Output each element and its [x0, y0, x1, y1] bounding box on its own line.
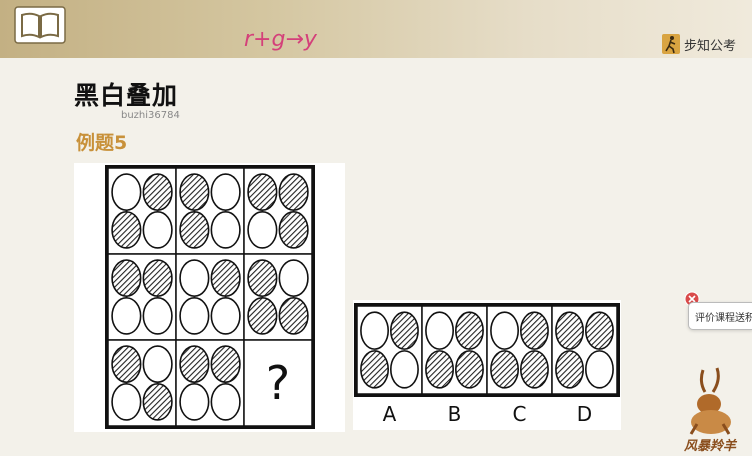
shaded-circle — [210, 345, 241, 383]
shaded-circle — [179, 173, 210, 211]
white-circle — [360, 311, 389, 350]
book-icon — [14, 6, 66, 44]
white-circle — [111, 297, 142, 335]
shaded-circle — [247, 259, 278, 297]
review-tab-label: 评价课程送积分 — [695, 313, 752, 324]
option-c[interactable]: C — [486, 305, 553, 426]
shaded-circle — [520, 350, 549, 389]
option-b[interactable]: B — [421, 305, 488, 426]
shaded-circle — [278, 211, 309, 249]
antelope-logo: 风暴羚羊 — [683, 367, 738, 454]
white-circle — [179, 259, 210, 297]
options-border — [354, 303, 620, 397]
white-circle — [247, 211, 278, 249]
white-circle — [210, 297, 241, 335]
options-panel: A B C D — [353, 300, 621, 430]
shaded-circle — [360, 350, 389, 389]
runner-icon — [662, 34, 680, 54]
shaded-circle — [425, 350, 455, 389]
white-circle — [111, 383, 142, 421]
handwritten-annotation: r+g→y — [244, 27, 318, 52]
white-circle — [142, 345, 173, 383]
white-circle — [390, 350, 419, 389]
shaded-circle — [142, 259, 173, 297]
white-circle — [111, 173, 142, 211]
example-label: 例题5 — [76, 132, 128, 154]
answer-options: A B C D — [354, 303, 620, 426]
shaded-circle — [454, 350, 484, 389]
shaded-circle — [247, 297, 278, 335]
option-label: C — [513, 402, 527, 426]
white-circle — [179, 383, 210, 421]
option-a[interactable]: A — [356, 305, 423, 426]
slide-title: 黑白叠加 — [74, 81, 179, 110]
white-circle — [210, 383, 241, 421]
brand: 步知公考 — [662, 34, 736, 54]
shaded-circle — [454, 311, 484, 350]
shaded-circle — [179, 211, 210, 249]
option-d[interactable]: D — [551, 305, 618, 426]
white-circle — [425, 311, 455, 350]
white-circle — [585, 350, 614, 389]
option-label: D — [577, 402, 592, 426]
shaded-circle — [111, 345, 142, 383]
shaded-circle — [490, 350, 520, 389]
shaded-circle — [210, 259, 241, 297]
shaded-circle — [278, 173, 309, 211]
white-circle — [278, 259, 309, 297]
shaded-circle — [142, 383, 173, 421]
white-circle — [142, 297, 173, 335]
shaded-circle — [142, 173, 173, 211]
shaded-circle — [111, 259, 142, 297]
shaded-circle — [555, 311, 585, 350]
option-label: B — [448, 402, 462, 426]
annotation-text: r+g→y — [244, 27, 318, 52]
logo-caption: 风暴羚羊 — [683, 438, 738, 454]
option-label: A — [383, 402, 397, 426]
shaded-circle — [555, 350, 585, 389]
shaded-circle — [520, 311, 549, 350]
white-circle — [490, 311, 520, 350]
shaded-circle — [585, 311, 614, 350]
white-circle — [142, 211, 173, 249]
puzzle-cell — [243, 339, 313, 427]
top-banner — [0, 0, 752, 58]
white-circle — [210, 173, 241, 211]
shaded-circle — [278, 297, 309, 335]
puzzle-grid-border — [105, 165, 315, 429]
shaded-circle — [111, 211, 142, 249]
question-panel: ? — [74, 163, 345, 432]
puzzle-grid: ? — [105, 165, 315, 429]
shaded-circle — [247, 173, 278, 211]
brand-name: 步知公考 — [684, 38, 737, 54]
shaded-circle — [179, 345, 210, 383]
question-mark: ? — [266, 356, 290, 410]
review-course-tab[interactable]: 评价课程送积分 — [688, 302, 752, 330]
shaded-circle — [390, 311, 419, 350]
watermark: buzhi36784 — [121, 110, 180, 121]
white-circle — [210, 211, 241, 249]
white-circle — [179, 297, 210, 335]
